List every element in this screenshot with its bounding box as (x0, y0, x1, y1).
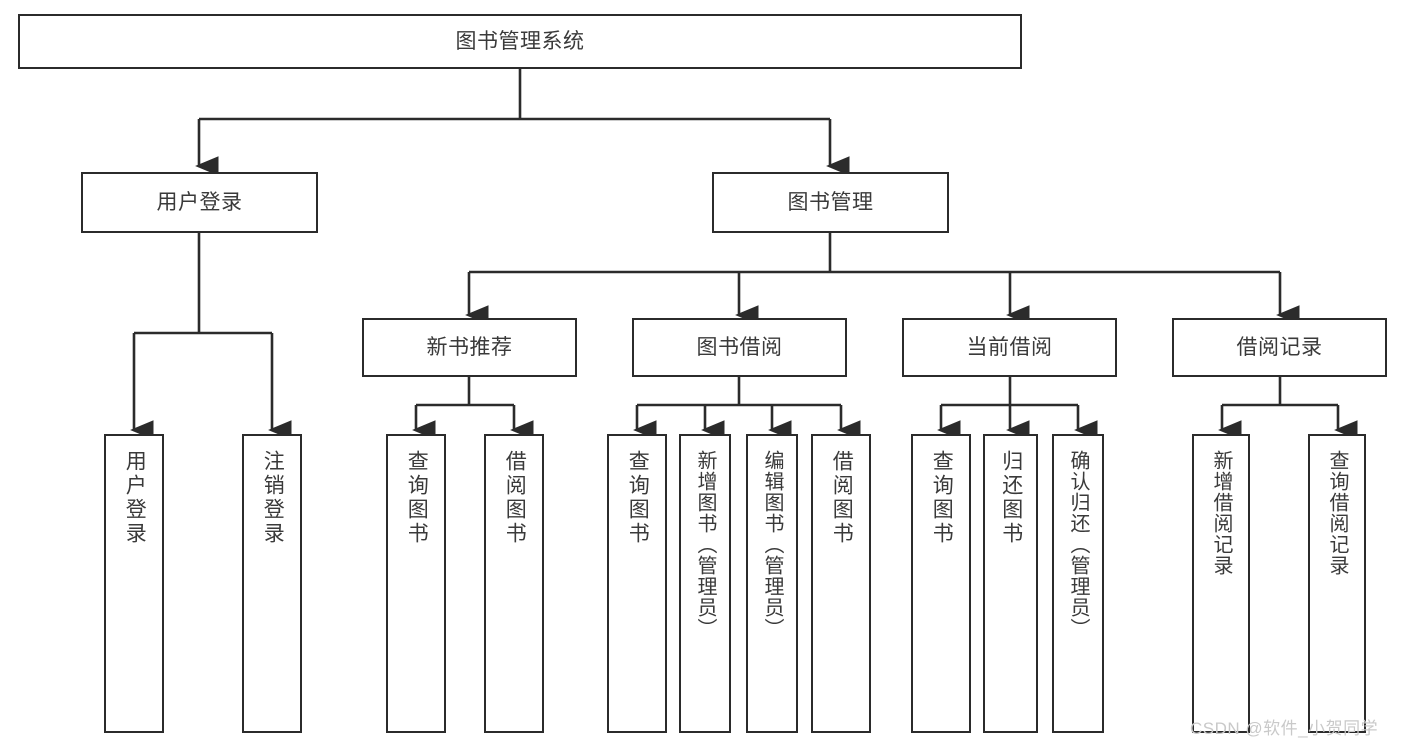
node-label: 新增借阅记录 (1210, 450, 1232, 576)
node-leaf-confirm-return-admin[interactable]: 确认归还（管理员） (1052, 434, 1104, 733)
node-leaf-borrow-books[interactable]: 借阅图书 (811, 434, 871, 733)
node-leaf-edit-book-admin[interactable]: 编辑图书（管理员） (746, 434, 798, 733)
node-user-login[interactable]: 用户登录 (81, 172, 318, 233)
node-label: 图书管理 (787, 190, 874, 214)
node-leaf-add-borrow-record[interactable]: 新增借阅记录 (1192, 434, 1250, 733)
node-leaf-query-books-borrow[interactable]: 查询图书 (607, 434, 667, 733)
node-label: 借阅记录 (1236, 335, 1323, 359)
node-leaf-return-books[interactable]: 归还图书 (983, 434, 1038, 733)
node-label: 图书管理系统 (455, 29, 585, 53)
node-root-book-management-system[interactable]: 图书管理系统 (18, 14, 1022, 69)
node-borrowing-records[interactable]: 借阅记录 (1172, 318, 1387, 377)
node-label: 新书推荐 (426, 335, 513, 359)
csdn-watermark: CSDN @软件_小贺同学 (1190, 719, 1379, 738)
node-label: 借阅图书 (503, 450, 527, 546)
node-leaf-user-login[interactable]: 用户登录 (104, 434, 164, 733)
node-label: 归还图书 (999, 450, 1023, 546)
node-leaf-query-books-recommend[interactable]: 查询图书 (386, 434, 446, 733)
node-new-book-recommendation[interactable]: 新书推荐 (362, 318, 577, 377)
node-label: 当前借阅 (966, 335, 1053, 359)
node-label: 注销登录 (261, 450, 285, 546)
node-label: 查询借阅记录 (1326, 450, 1348, 576)
node-label: 图书借阅 (696, 335, 783, 359)
node-label: 确认归还（管理员） (1067, 450, 1089, 639)
node-leaf-query-borrow-record[interactable]: 查询借阅记录 (1308, 434, 1366, 733)
node-leaf-query-books-current[interactable]: 查询图书 (911, 434, 971, 733)
node-label: 查询图书 (405, 450, 429, 546)
node-label: 用户登录 (123, 450, 147, 546)
node-leaf-borrow-books-recommend[interactable]: 借阅图书 (484, 434, 544, 733)
node-label: 新增图书（管理员） (694, 450, 716, 639)
node-label: 编辑图书（管理员） (761, 450, 783, 639)
node-current-borrowing[interactable]: 当前借阅 (902, 318, 1117, 377)
node-book-management[interactable]: 图书管理 (712, 172, 949, 233)
node-label: 用户登录 (156, 190, 243, 214)
node-label: 借阅图书 (830, 450, 854, 546)
node-label: 查询图书 (626, 450, 650, 546)
node-book-borrowing[interactable]: 图书借阅 (632, 318, 847, 377)
node-leaf-logout[interactable]: 注销登录 (242, 434, 302, 733)
node-label: 查询图书 (930, 450, 954, 546)
node-leaf-add-book-admin[interactable]: 新增图书（管理员） (679, 434, 731, 733)
